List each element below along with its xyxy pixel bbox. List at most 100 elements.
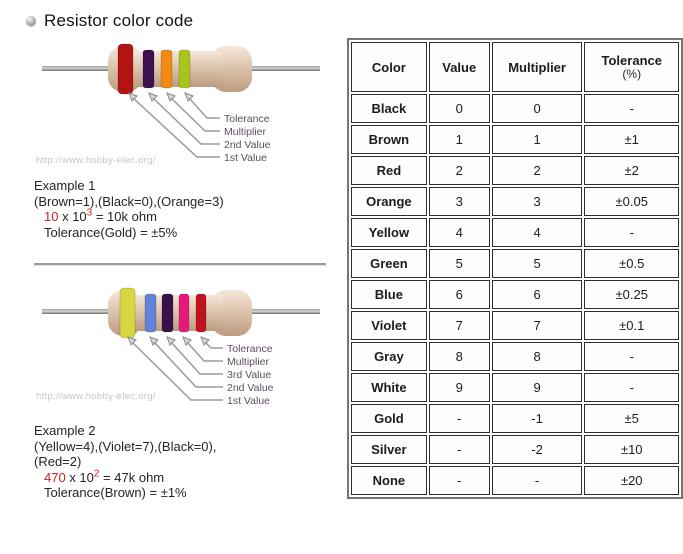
cell-value: 9 xyxy=(428,373,490,402)
cell-color: Blue xyxy=(351,280,427,309)
cell-color: Black xyxy=(351,94,427,123)
calc-base: 470 xyxy=(44,469,66,485)
cell-color: Brown xyxy=(351,125,427,154)
cell-color: White xyxy=(351,373,427,402)
cell-color: Orange xyxy=(351,187,427,216)
calc-base: 10 xyxy=(44,209,59,224)
resistor-diagram-2: Tolerance Multiplier 3rd Value 2nd Value… xyxy=(42,287,320,407)
cell-value: 1 xyxy=(428,125,490,154)
header-tolerance: Tolerance(%) xyxy=(584,42,679,92)
band-tolerance xyxy=(195,293,207,333)
cell-multiplier: 5 xyxy=(491,249,583,278)
calc-times: x 10 xyxy=(58,209,87,224)
header-tolerance-unit: (%) xyxy=(622,67,642,81)
example1-heading: Example 1 xyxy=(34,178,96,193)
cell-tolerance: ±0.05 xyxy=(584,187,679,216)
cell-value: - xyxy=(428,435,490,464)
band-3rd-value xyxy=(161,293,174,333)
watermark-url: http://www.hobby-elec.org/ xyxy=(36,391,156,402)
label-2nd-value: 2nd Value xyxy=(227,382,274,394)
band-multiplier xyxy=(160,49,173,89)
calc-times: x 10 xyxy=(65,469,94,485)
cell-tolerance: - xyxy=(584,218,679,247)
cell-tolerance: ±0.1 xyxy=(584,311,679,340)
header-color: Color xyxy=(351,42,427,92)
cell-multiplier: 4 xyxy=(491,218,583,247)
resistor-diagram-1: Tolerance Multiplier 2nd Value 1st Value xyxy=(42,43,320,164)
callout-arrows xyxy=(128,92,220,158)
color-code-table-wrap: Color Value Multiplier Tolerance(%) Blac… xyxy=(347,38,683,499)
cell-tolerance: ±20 xyxy=(584,466,679,495)
example1-calculation: 10 x 103 = 10k ohm xyxy=(34,208,224,225)
label-tolerance: Tolerance xyxy=(224,113,270,125)
cell-multiplier: 3 xyxy=(491,187,583,216)
label-3rd-value: 3rd Value xyxy=(227,369,271,381)
cell-tolerance: ±0.25 xyxy=(584,280,679,309)
table-row: Gold--1±5 xyxy=(351,404,679,433)
header-multiplier: Multiplier xyxy=(491,42,583,92)
cell-color: Silver xyxy=(351,435,427,464)
band-tolerance xyxy=(178,49,191,89)
cell-color: Gray xyxy=(351,342,427,371)
cell-multiplier: 1 xyxy=(491,125,583,154)
cell-multiplier: -2 xyxy=(491,435,583,464)
label-multiplier: Multiplier xyxy=(227,356,270,368)
cell-value: 6 xyxy=(428,280,490,309)
band-2nd-value xyxy=(142,49,155,89)
example2-colors-line-2: (Red=2) xyxy=(34,454,82,469)
resistor-body xyxy=(108,290,252,336)
label-tolerance: Tolerance xyxy=(227,343,273,355)
cell-value: 5 xyxy=(428,249,490,278)
cell-value: 3 xyxy=(428,187,490,216)
table-row: Silver--2±10 xyxy=(351,435,679,464)
callout-arrows xyxy=(127,336,223,401)
cell-value: 4 xyxy=(428,218,490,247)
band-1st-value xyxy=(119,287,136,339)
section-divider xyxy=(34,263,326,266)
cell-multiplier: 0 xyxy=(491,94,583,123)
cell-color: Yellow xyxy=(351,218,427,247)
example1-tolerance-line: Tolerance(Gold) = ±5% xyxy=(44,224,178,240)
cell-color: Green xyxy=(351,249,427,278)
cell-value: 2 xyxy=(428,156,490,185)
calc-exponent: 2 xyxy=(93,468,100,480)
example1-colors-line: (Brown=1),(Black=0),(Orange=3) xyxy=(34,193,224,209)
cell-color: Red xyxy=(351,156,427,185)
band-multiplier xyxy=(178,293,190,333)
cell-value: - xyxy=(428,404,490,433)
example2-calculation: 470 x 102 = 47k ohm xyxy=(34,468,216,486)
cell-color: Gold xyxy=(351,404,427,433)
cell-multiplier: 8 xyxy=(491,342,583,371)
example2-tolerance-line: Tolerance(Brown) = ±1% xyxy=(44,485,187,500)
label-multiplier: Multiplier xyxy=(224,126,267,138)
cell-tolerance: ±5 xyxy=(584,404,679,433)
band-1st-value xyxy=(117,43,134,95)
bullet-icon xyxy=(26,16,36,26)
calc-result: = 47k ohm xyxy=(99,469,165,485)
page-title-row: Resistor color code xyxy=(26,11,193,31)
cell-multiplier: 2 xyxy=(491,156,583,185)
cell-tolerance: ±1 xyxy=(584,125,679,154)
cell-value: 8 xyxy=(428,342,490,371)
cell-tolerance: ±2 xyxy=(584,156,679,185)
cell-tolerance: ±0.5 xyxy=(584,249,679,278)
cell-multiplier: -1 xyxy=(491,404,583,433)
label-2nd-value: 2nd Value xyxy=(224,139,271,151)
cell-tolerance: ±10 xyxy=(584,435,679,464)
cell-value: - xyxy=(428,466,490,495)
cell-value: 0 xyxy=(428,94,490,123)
table-row: None--±20 xyxy=(351,466,679,495)
example2-colors-line-1: (Yellow=4),(Violet=7),(Black=0), xyxy=(34,438,217,454)
color-code-table: Color Value Multiplier Tolerance(%) Blac… xyxy=(347,38,683,499)
cell-tolerance: - xyxy=(584,373,679,402)
cell-tolerance: - xyxy=(584,94,679,123)
